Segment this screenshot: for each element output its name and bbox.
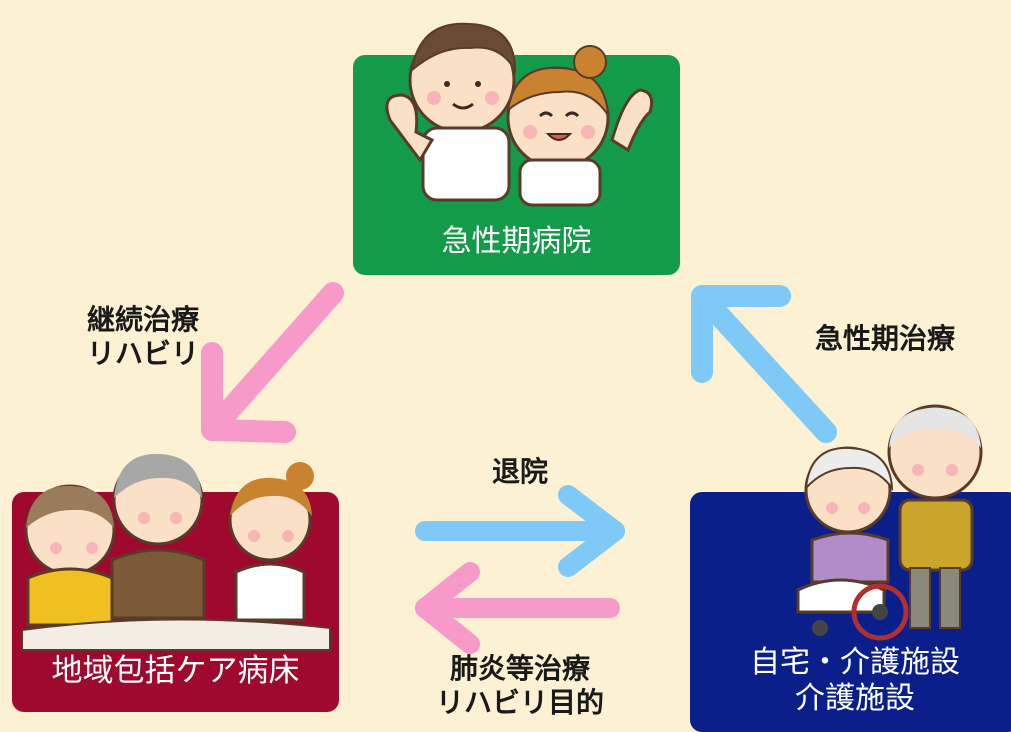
arrow-community-to-home (415, 485, 625, 577)
elderly-wheelchair-illustration (796, 404, 983, 641)
medical-staff-illustration (385, 22, 654, 207)
edge-label-line: 継続治療 (86, 303, 199, 336)
family-illustration (21, 453, 331, 651)
edge-label-line: リハビリ (86, 337, 199, 370)
arrow-home-to-community (415, 562, 620, 654)
edge-label-continued-treatment: 継続治療 リハビリ (58, 303, 228, 371)
home-care-label-line1: 自宅・介護施設 (750, 645, 960, 680)
arrow-home-to-acute (691, 285, 837, 443)
edge-label-line: 退院 (491, 455, 548, 488)
edge-label-line: 急性期治療 (814, 322, 955, 355)
arrow-acute-to-community (201, 282, 344, 443)
edge-label-pneumonia-treatment: 肺炎等治療 リハビリ目的 (400, 652, 640, 720)
acute-hospital-label: 急性期病院 (441, 224, 592, 259)
edge-label-line: リハビリ目的 (435, 686, 604, 719)
edge-label-line: 肺炎等治療 (449, 652, 590, 685)
community-care-label: 地域包括ケア病床 (51, 653, 300, 689)
edge-label-acute-treatment: 急性期治療 (785, 322, 985, 356)
home-care-label-line2: 介護施設 (795, 681, 915, 716)
edge-label-discharge: 退院 (455, 455, 585, 489)
